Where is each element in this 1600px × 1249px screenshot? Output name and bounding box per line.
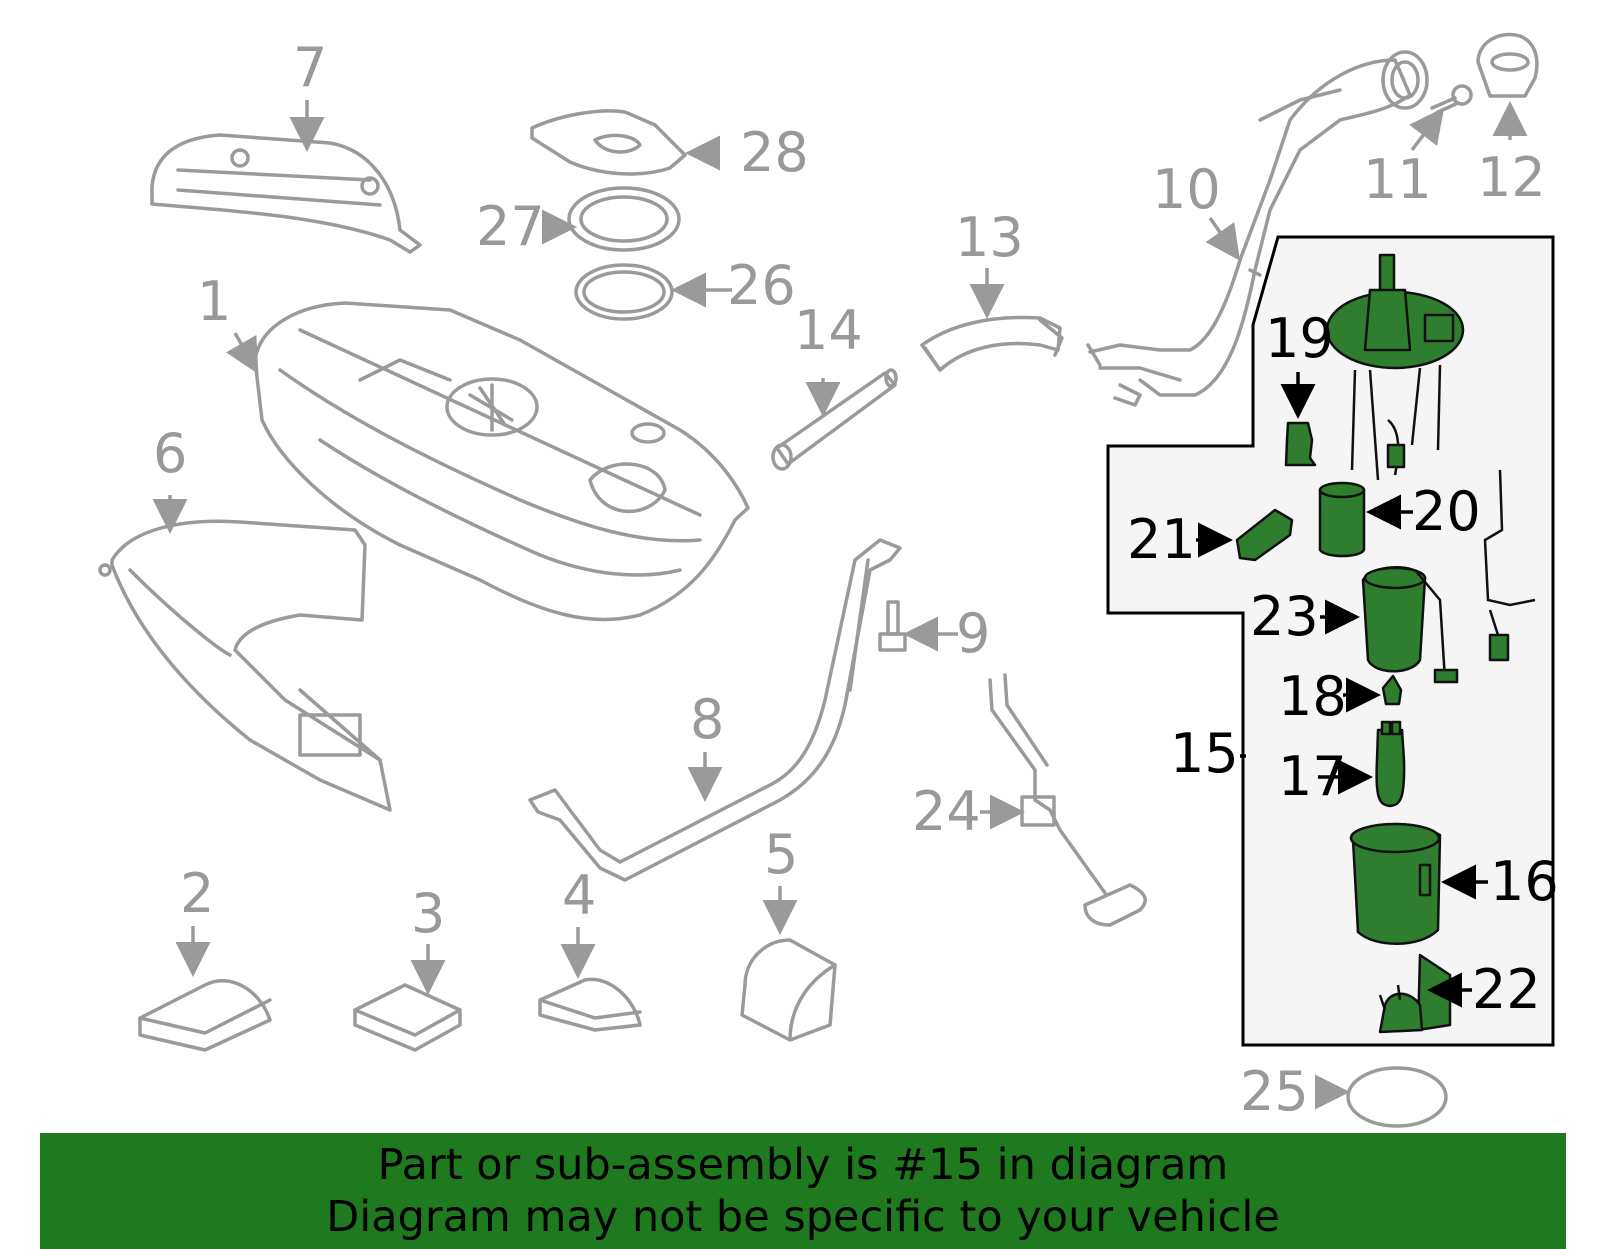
callout-12: 12 <box>1477 146 1546 209</box>
banner-line-1: Part or sub-assembly is #15 in diagram <box>377 1140 1229 1190</box>
callout-16: 16 <box>1490 850 1559 913</box>
part-27-gasket <box>567 186 681 252</box>
callout-21: 21 <box>1127 508 1196 571</box>
callout-6: 6 <box>153 422 187 485</box>
callout-15: 15 <box>1170 722 1239 785</box>
part-10-filler-neck <box>1086 50 1429 407</box>
callout-13: 13 <box>955 206 1024 269</box>
part-24-fuel-sender <box>988 673 1147 927</box>
part-12-fuel-cap <box>1476 32 1539 98</box>
callout-17: 17 <box>1278 745 1347 808</box>
callout-27: 27 <box>476 195 545 258</box>
part-23-pump-module <box>1361 566 1459 684</box>
callout-7: 7 <box>293 36 327 99</box>
part-1-fuel-tank <box>253 301 750 622</box>
part-8-strap <box>528 538 902 882</box>
part-4-pad <box>538 977 642 1032</box>
callout-19: 19 <box>1265 307 1334 370</box>
assembly-15-box <box>1106 235 1555 1047</box>
callout-10: 10 <box>1152 158 1221 221</box>
part-24-harness-green <box>1483 469 1536 662</box>
part-6-lower-shield <box>98 519 392 812</box>
part-15-pump-flange <box>1325 253 1465 481</box>
part-3-pad <box>353 983 462 1052</box>
callout-24: 24 <box>912 780 981 843</box>
callout-1: 1 <box>197 270 231 333</box>
banner-line-2: Diagram may not be specific to your vehi… <box>326 1192 1280 1242</box>
callout-22: 22 <box>1472 958 1541 1021</box>
part-20-filter <box>1318 481 1366 558</box>
callout-14: 14 <box>794 299 863 362</box>
part-9-bolt <box>878 600 907 652</box>
part-13-hose <box>920 315 1064 372</box>
part-17-fuel-pump <box>1375 720 1406 808</box>
callout-4: 4 <box>562 864 596 927</box>
callout-11: 11 <box>1363 148 1432 211</box>
callout-18: 18 <box>1278 665 1347 728</box>
part-14-tube <box>771 368 898 471</box>
callout-9: 9 <box>956 602 990 665</box>
black-leader-arrows <box>1196 372 1488 1008</box>
notice-banner: Part or sub-assembly is #15 in diagram D… <box>40 1133 1566 1249</box>
part-5-pad <box>740 938 837 1042</box>
callout-25: 25 <box>1240 1060 1309 1123</box>
part-21-connector <box>1235 508 1294 562</box>
callout-2: 2 <box>180 862 214 925</box>
part-18-valve <box>1381 674 1403 706</box>
part-11-screw <box>1430 84 1473 114</box>
callout-20: 20 <box>1412 480 1481 543</box>
callout-8: 8 <box>690 688 724 751</box>
callout-5: 5 <box>764 823 798 886</box>
part-25-o-ring <box>1346 1066 1448 1128</box>
part-2-pad <box>138 979 272 1052</box>
part-28-cover-plate <box>530 109 687 176</box>
callout-26: 26 <box>727 254 796 317</box>
part-19-grommet <box>1284 421 1317 467</box>
callout-3: 3 <box>411 882 445 945</box>
callout-23: 23 <box>1250 585 1319 648</box>
part-16-reservoir <box>1349 822 1442 945</box>
callout-28: 28 <box>740 121 809 184</box>
gray-leader-arrows <box>152 100 1528 1110</box>
part-26-ring <box>574 263 674 321</box>
part-7-heat-shield <box>150 133 422 254</box>
